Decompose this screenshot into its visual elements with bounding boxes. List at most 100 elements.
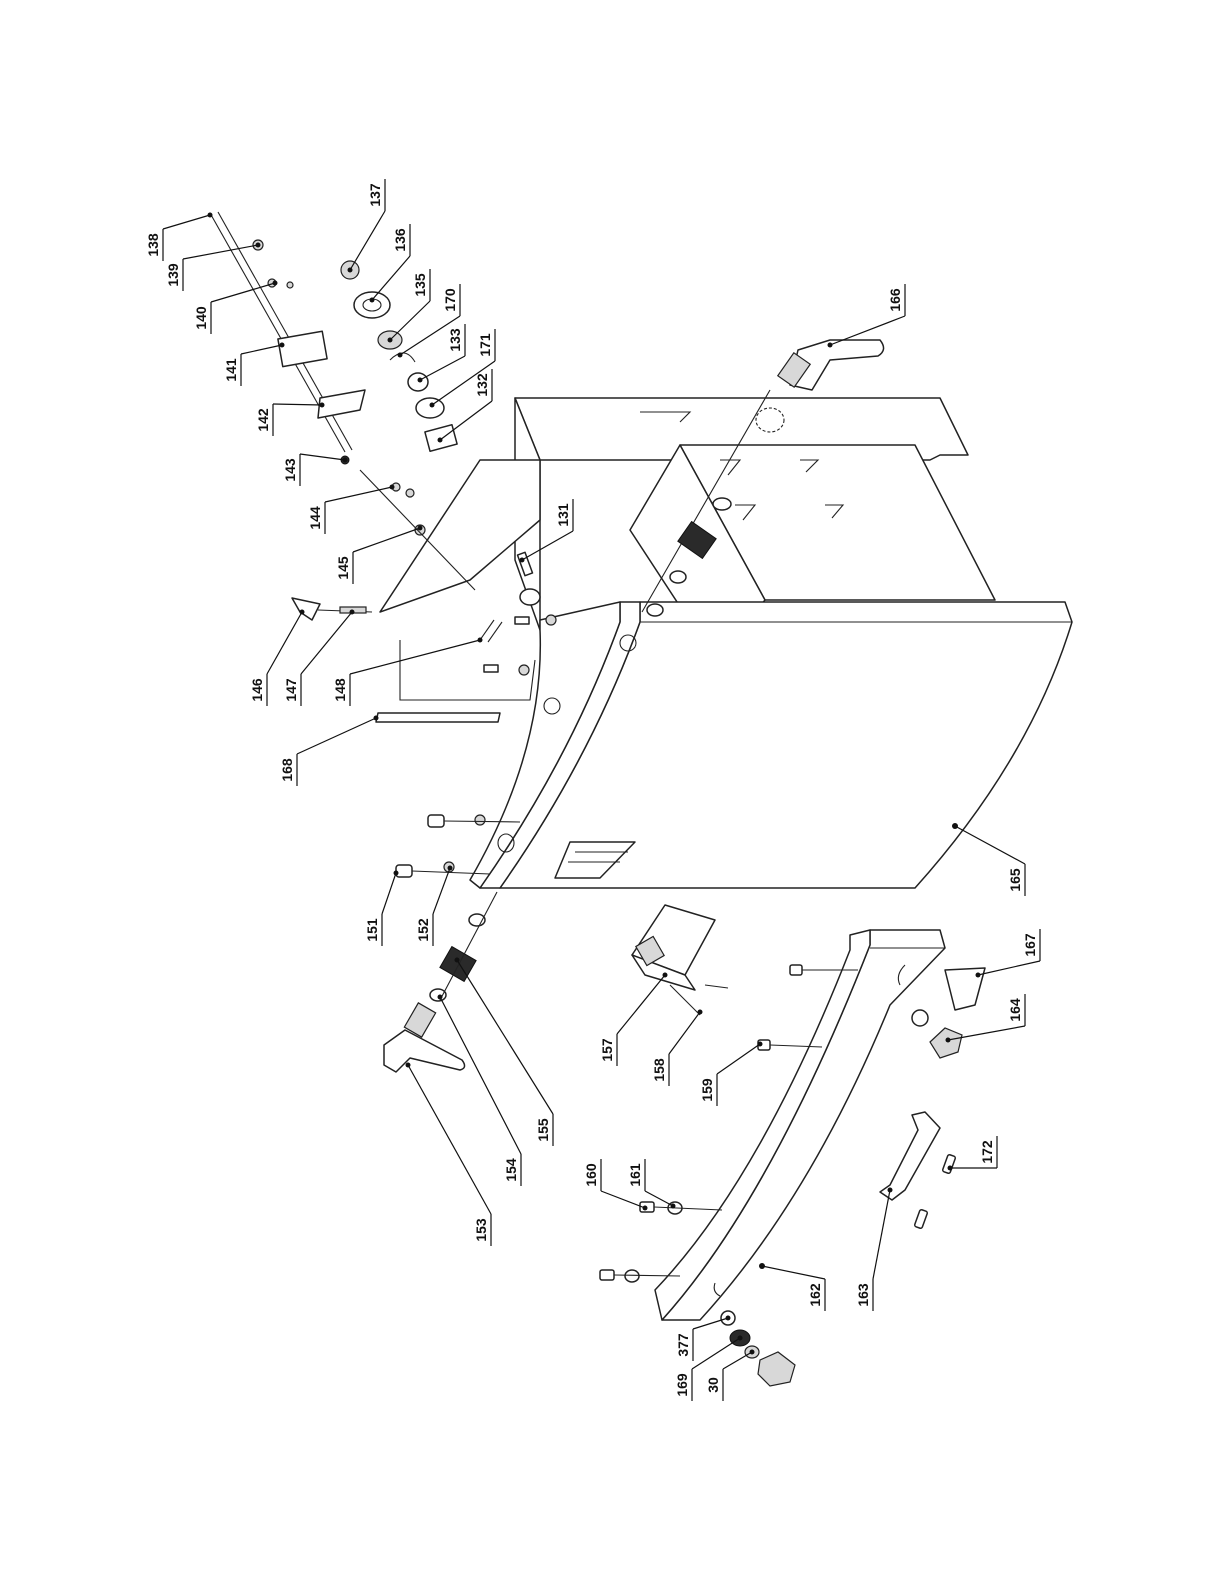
callout-leader-133 bbox=[420, 356, 465, 380]
callout-leader-145 bbox=[353, 528, 420, 552]
callout-dot-140 bbox=[273, 281, 278, 286]
callout-dot-168 bbox=[374, 716, 379, 721]
callout-label-138: 138 bbox=[145, 233, 161, 257]
callout-label-172: 172 bbox=[979, 1140, 995, 1164]
callout-dot-133 bbox=[418, 378, 423, 383]
callout-dot-135 bbox=[388, 338, 393, 343]
callout-dot-166 bbox=[828, 343, 833, 348]
callout-label-139: 139 bbox=[165, 263, 181, 287]
callout-label-142: 142 bbox=[255, 408, 271, 432]
callout-dot-155 bbox=[455, 958, 460, 963]
callout-label-152: 152 bbox=[415, 918, 431, 942]
callout-dot-132 bbox=[438, 438, 443, 443]
callout-label-164: 164 bbox=[1007, 998, 1023, 1022]
callout-dot-165 bbox=[953, 824, 958, 829]
callout-leader-157 bbox=[617, 975, 665, 1034]
callout-dot-137 bbox=[348, 268, 353, 273]
callout-label-153: 153 bbox=[473, 1218, 489, 1242]
callout-label-158: 158 bbox=[651, 1058, 667, 1082]
callout-label-166: 166 bbox=[887, 288, 903, 312]
callout-label-159: 159 bbox=[699, 1078, 715, 1102]
callout-dot-148 bbox=[478, 638, 483, 643]
callout-dot-171 bbox=[430, 403, 435, 408]
tension-knob-146 bbox=[292, 598, 372, 620]
callout-leader-160 bbox=[601, 1191, 645, 1208]
callout-leader-141 bbox=[241, 345, 282, 354]
callout-label-154: 154 bbox=[503, 1158, 519, 1182]
callout-label-163: 163 bbox=[855, 1283, 871, 1307]
main-housing-165 bbox=[380, 398, 1072, 888]
callout-dot-169 bbox=[738, 1336, 743, 1341]
callout-label-155: 155 bbox=[535, 1118, 551, 1142]
callout-dot-161 bbox=[671, 1204, 676, 1209]
callout-leader-143 bbox=[300, 454, 345, 460]
callout-leader-163 bbox=[873, 1190, 890, 1279]
callout-dot-163 bbox=[888, 1188, 893, 1193]
callout-dot-144 bbox=[390, 485, 395, 490]
callout-leader-158 bbox=[669, 1012, 700, 1054]
callout-dot-172 bbox=[948, 1166, 953, 1171]
callout-leader-152 bbox=[433, 868, 450, 914]
callout-dot-167 bbox=[976, 973, 981, 978]
callout-label-165: 165 bbox=[1007, 868, 1023, 892]
callout-dot-136 bbox=[370, 298, 375, 303]
callout-label-136: 136 bbox=[392, 228, 408, 252]
callout-label-146: 146 bbox=[249, 678, 265, 702]
callout-leader-146 bbox=[267, 612, 302, 674]
callout-dot-147 bbox=[350, 610, 355, 615]
callout-dot-146 bbox=[300, 610, 305, 615]
callout-leader-168 bbox=[297, 718, 376, 754]
callout-dot-138 bbox=[208, 213, 213, 218]
callout-leader-154 bbox=[440, 997, 521, 1154]
strip-168 bbox=[376, 713, 500, 722]
callout-label-137: 137 bbox=[367, 183, 383, 207]
callout-label-132: 132 bbox=[474, 373, 490, 397]
callout-label-171: 171 bbox=[477, 333, 493, 357]
callout-label-167: 167 bbox=[1022, 933, 1038, 957]
callout-dot-151 bbox=[394, 871, 399, 876]
callout-label-131: 131 bbox=[555, 503, 571, 527]
callout-label-135: 135 bbox=[412, 273, 428, 297]
callout-leader-153 bbox=[408, 1065, 491, 1214]
callout-dot-142 bbox=[320, 403, 325, 408]
base-rail-162 bbox=[655, 930, 945, 1320]
callout-leader-165 bbox=[955, 826, 1025, 864]
callout-label-141: 141 bbox=[223, 358, 239, 382]
callout-dot-154 bbox=[438, 995, 443, 1000]
callout-label-145: 145 bbox=[335, 556, 351, 580]
callout-dot-141 bbox=[280, 343, 285, 348]
callout-leader-139 bbox=[183, 245, 258, 259]
callout-leader-155 bbox=[457, 960, 553, 1114]
callout-leader-132 bbox=[440, 401, 492, 440]
callout-dot-145 bbox=[418, 526, 423, 531]
callout-label-147: 147 bbox=[283, 678, 299, 702]
callout-dot-139 bbox=[256, 243, 261, 248]
callout-leader-159 bbox=[717, 1044, 760, 1074]
callout-dot-153 bbox=[406, 1063, 411, 1068]
callout-leader-144 bbox=[325, 487, 392, 502]
callout-label-133: 133 bbox=[447, 328, 463, 352]
callout-label-157: 157 bbox=[599, 1038, 615, 1062]
callout-label-143: 143 bbox=[282, 458, 298, 482]
callout-dot-157 bbox=[663, 973, 668, 978]
callout-leader-167 bbox=[978, 961, 1040, 975]
callout-leader-164 bbox=[948, 1026, 1025, 1040]
callout-dot-131 bbox=[520, 558, 525, 563]
callout-dot-377 bbox=[726, 1316, 731, 1321]
callout-dot-160 bbox=[643, 1206, 648, 1211]
callout-label-168: 168 bbox=[279, 758, 295, 782]
callout-dot-170 bbox=[398, 353, 403, 358]
handle-153 bbox=[384, 892, 497, 1072]
callout-label-160: 160 bbox=[583, 1163, 599, 1187]
callout-label-140: 140 bbox=[193, 306, 209, 330]
callout-label-161: 161 bbox=[627, 1163, 643, 1187]
callout-leader-135 bbox=[390, 301, 430, 340]
callout-leader-147 bbox=[301, 612, 352, 674]
callout-leader-138 bbox=[163, 215, 210, 229]
callout-dot-162 bbox=[760, 1264, 765, 1269]
callout-label-30: 30 bbox=[705, 1377, 721, 1393]
callout-dot-152 bbox=[448, 866, 453, 871]
callout-leader-169 bbox=[692, 1338, 740, 1369]
callout-leader-142 bbox=[273, 404, 322, 405]
knob-164 bbox=[912, 968, 985, 1058]
